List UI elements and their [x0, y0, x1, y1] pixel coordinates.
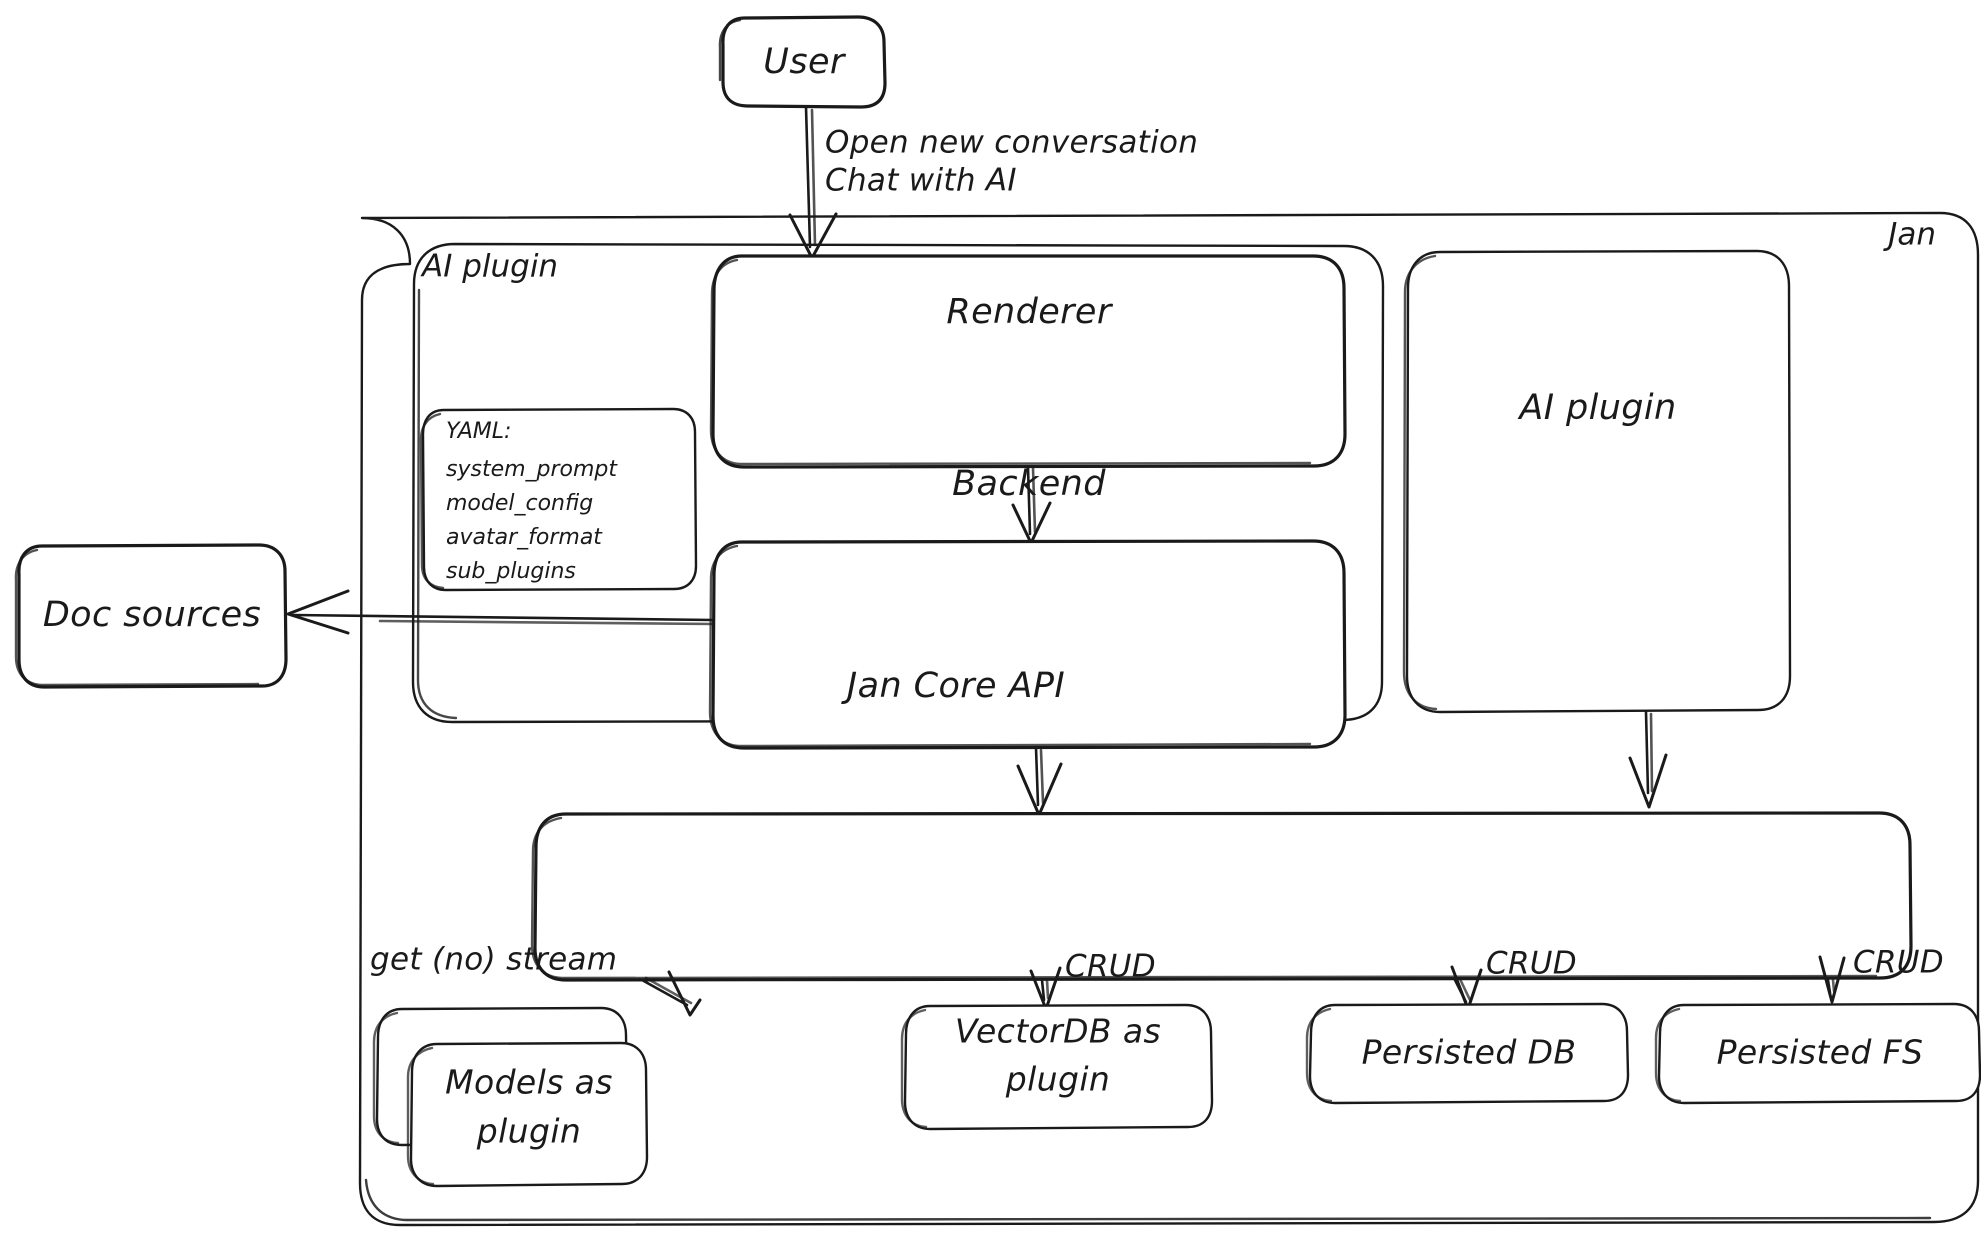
jan-container: Jan — [358, 211, 1980, 1227]
vectordb-plugin-node[interactable]: VectorDB as plugin — [900, 1003, 1214, 1131]
ai-plugin-node-label: AI plugin — [1517, 388, 1676, 428]
models-plugin-label-line1: Models as — [445, 1063, 613, 1102]
ai-plugin-node[interactable]: AI plugin — [1402, 249, 1792, 714]
vectordb-plugin-label-line1: VectorDB as — [955, 1012, 1161, 1051]
persisted-fs-node[interactable]: Persisted FS — [1654, 1002, 1981, 1105]
renderer-node[interactable]: Renderer — [709, 254, 1347, 469]
edge-ai-plugin-to-core — [1628, 710, 1668, 809]
user-node[interactable]: User — [718, 15, 887, 109]
ai-plugin-group-label: AI plugin — [420, 249, 558, 285]
yaml-key-system-prompt: system_prompt — [446, 457, 618, 482]
edge-core-to-models: get (no) stream — [370, 942, 702, 1017]
jan-core-api-node-label: Jan Core API — [841, 666, 1065, 706]
models-plugin-node[interactable]: Models as plugin — [372, 1006, 649, 1246]
yaml-config-box[interactable]: YAML: system_prompt model_config avatar_… — [419, 407, 698, 592]
jan-core-api-node[interactable]: Jan Core API — [530, 666, 1913, 982]
user-node-label: User — [763, 42, 847, 82]
edge-label-get-no-stream: get (no) stream — [370, 942, 617, 978]
persisted-fs-label: Persisted FS — [1717, 1033, 1924, 1072]
yaml-header: YAML: — [446, 419, 511, 444]
persisted-db-node[interactable]: Persisted DB — [1305, 1002, 1630, 1105]
edge-label-crud-vectordb: CRUD — [1065, 949, 1156, 985]
yaml-key-model-config: model_config — [446, 491, 593, 516]
edge-label-crud-persisted-db: CRUD — [1486, 946, 1577, 982]
yaml-key-sub-plugins: sub_plugins — [446, 559, 576, 584]
backend-node-label: Backend — [952, 464, 1106, 504]
vectordb-plugin-label-line2: plugin — [1005, 1060, 1110, 1099]
doc-sources-node-label: Doc sources — [43, 595, 261, 635]
jan-container-label: Jan — [1882, 217, 1936, 253]
yaml-key-avatar-format: avatar_format — [446, 525, 603, 550]
backend-node[interactable]: Backend — [708, 464, 1347, 750]
edge-core-to-persisted-fs: CRUD — [1818, 945, 1944, 1004]
persisted-db-label: Persisted DB — [1362, 1033, 1577, 1072]
doc-sources-node[interactable]: Doc sources — [14, 543, 288, 689]
edge-label-crud-persisted-fs: CRUD — [1853, 945, 1944, 981]
edge-label-open-conversation: Open new conversation — [825, 125, 1198, 161]
edge-label-chat-with-ai: Chat with AI — [825, 163, 1017, 199]
models-plugin-label-line2: plugin — [476, 1112, 581, 1151]
renderer-node-label: Renderer — [946, 292, 1114, 332]
edge-backend-to-doc-sources — [286, 589, 715, 635]
edge-user-to-renderer: Open new conversation Chat with AI — [788, 105, 1198, 260]
edge-backend-to-core — [1016, 746, 1063, 817]
edge-core-to-vectordb: CRUD — [1029, 949, 1156, 1011]
